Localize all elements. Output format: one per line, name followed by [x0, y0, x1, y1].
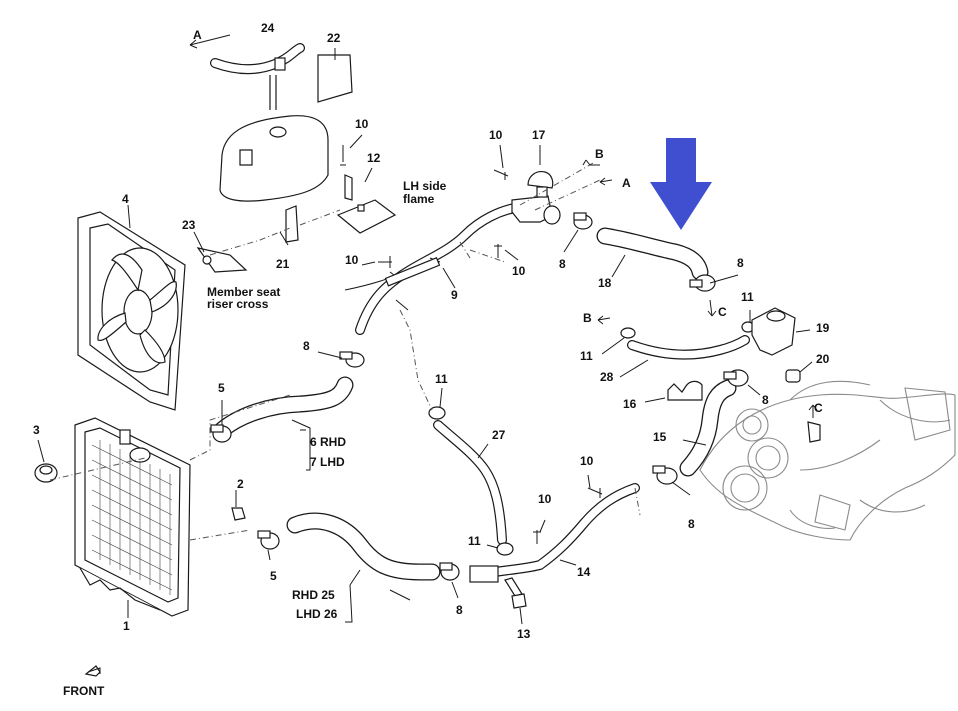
connector-c-engine: C — [814, 401, 823, 415]
routing-lines — [49, 161, 641, 541]
clamp-5-b — [257, 530, 280, 550]
callout-11-a: 11 — [435, 372, 448, 386]
clamp-8-f — [439, 562, 460, 581]
callout-10-a: 10 — [355, 117, 369, 131]
clamp-8-c — [689, 274, 716, 292]
bracket-23 — [196, 247, 248, 273]
clamp-11-b — [496, 542, 514, 556]
reservoir-tank — [210, 43, 353, 202]
pipe-14 — [469, 483, 640, 597]
connector-b-left: B — [583, 311, 592, 325]
clamp-8-a — [339, 351, 365, 368]
pipe-9 — [344, 202, 525, 335]
clamp-8-d — [723, 369, 749, 387]
callout-10-e: 10 — [580, 454, 594, 468]
label-lh-side: LH side — [403, 179, 447, 193]
hose-25-26 — [286, 512, 441, 581]
connector-arrows — [189, 34, 818, 418]
hose-28 — [627, 335, 750, 360]
front-indicator — [84, 665, 101, 677]
label-member-seat: Member seat — [207, 285, 280, 299]
clamp-5-a — [210, 424, 232, 443]
drain-2 — [231, 507, 246, 521]
holder-16 — [667, 380, 703, 401]
radiator — [74, 417, 191, 617]
callout-3: 3 — [33, 423, 40, 437]
connector-b-top: B — [595, 147, 604, 161]
hose-18 — [596, 227, 709, 281]
callout-14: 14 — [577, 565, 591, 579]
hose-15 — [679, 379, 737, 477]
callout-28: 28 — [600, 370, 614, 384]
callout-27: 27 — [492, 428, 506, 442]
callout-10-f: 10 — [538, 492, 552, 506]
callout-8-f: 8 — [456, 603, 463, 617]
callout-numbers: 1 2 3 4 5 5 6 RHD 7 LHD 8 8 8 8 8 8 9 10… — [33, 21, 830, 641]
callout-17: 17 — [532, 128, 546, 142]
callout-5-lower: 5 — [270, 569, 277, 583]
connector-a-right: A — [622, 176, 631, 190]
callout-24: 24 — [261, 21, 275, 35]
callout-25-rhd: RHD 25 — [292, 588, 335, 602]
callout-11-b: 11 — [468, 534, 481, 548]
clamp-8-b — [573, 212, 593, 230]
callout-11-d: 11 — [741, 290, 754, 304]
callout-5-upper: 5 — [218, 381, 225, 395]
callout-7-lhd: 7 LHD — [310, 455, 345, 469]
callout-15: 15 — [653, 430, 667, 444]
connector-c-mid: C — [718, 305, 727, 319]
radiator-cap — [34, 463, 58, 483]
bolts-10 — [340, 145, 603, 544]
engine-block — [699, 380, 956, 541]
clamp-8-e — [652, 465, 678, 485]
callout-16: 16 — [623, 397, 637, 411]
label-front: FRONT — [63, 684, 105, 698]
callout-8-a: 8 — [303, 339, 310, 353]
callout-8-c: 8 — [737, 256, 744, 270]
callout-12: 12 — [367, 151, 381, 165]
connector-letters: A A B B C C — [193, 28, 823, 415]
callout-10-b: 10 — [489, 128, 503, 142]
label-riser-cross: riser cross — [207, 297, 269, 311]
callout-1: 1 — [123, 619, 130, 633]
clamp-11-a — [428, 406, 446, 420]
drain-cock-13 — [511, 593, 527, 609]
hose-6-7 — [213, 376, 354, 439]
callout-18: 18 — [598, 276, 612, 290]
fan-shroud — [77, 211, 186, 411]
callout-4: 4 — [122, 192, 129, 206]
text-labels: LH side flame Member seat riser cross FR… — [63, 179, 447, 698]
water-outlet-fitting — [511, 171, 561, 225]
callout-13: 13 — [517, 627, 531, 641]
callout-11-c: 11 — [580, 349, 593, 363]
label-flame: flame — [403, 192, 435, 206]
callout-6-rhd: 6 RHD — [310, 435, 346, 449]
callout-19: 19 — [816, 321, 830, 335]
bracket-21 — [285, 205, 299, 243]
callout-8-e: 8 — [688, 517, 695, 531]
thermostat-housing-19 — [751, 307, 796, 356]
callout-2: 2 — [237, 477, 244, 491]
connector-c-stub — [807, 421, 821, 443]
callout-8-b: 8 — [559, 257, 566, 271]
callout-20: 20 — [816, 352, 830, 366]
connector-a-top: A — [193, 28, 202, 42]
callout-23: 23 — [182, 218, 196, 232]
clamp-11-c — [620, 327, 636, 339]
callout-26-lhd: LHD 26 — [296, 607, 338, 621]
callout-9: 9 — [451, 288, 458, 302]
callout-10-d: 10 — [512, 264, 526, 278]
callout-22: 22 — [327, 31, 341, 45]
hose-27 — [433, 420, 507, 545]
sensor-20 — [785, 369, 801, 383]
highlight-arrow — [650, 138, 712, 230]
leader-lines — [37, 134, 813, 625]
callout-21: 21 — [276, 257, 290, 271]
callout-10-c: 10 — [345, 253, 359, 267]
callout-8-d: 8 — [762, 393, 769, 407]
bracket-12 — [336, 174, 397, 234]
